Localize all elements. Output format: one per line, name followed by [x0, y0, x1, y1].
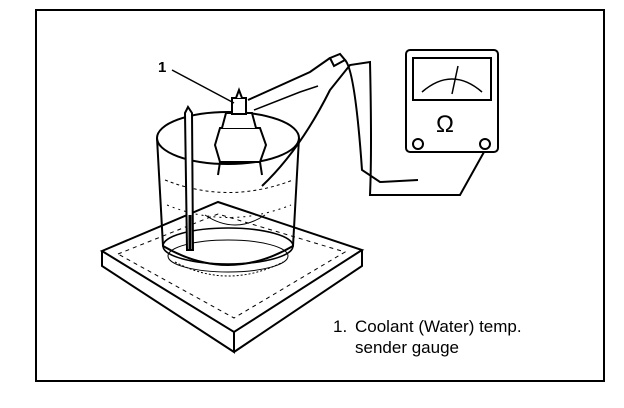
thermometer-icon — [183, 105, 195, 251]
sender-gauge-icon — [213, 87, 268, 176]
test-lead-icon — [247, 52, 485, 196]
caption-number: 1. — [333, 317, 348, 336]
ohm-symbol: Ω — [436, 111, 454, 138]
callout-leader — [171, 69, 235, 104]
callout-number: 1 — [158, 59, 167, 76]
figure-border — [35, 9, 605, 382]
caption-line-2: sender gauge — [355, 338, 459, 357]
heater-plate-icon — [99, 200, 365, 354]
caption-line-1: Coolant (Water) temp. — [355, 317, 522, 336]
ohmmeter-icon — [405, 49, 499, 153]
